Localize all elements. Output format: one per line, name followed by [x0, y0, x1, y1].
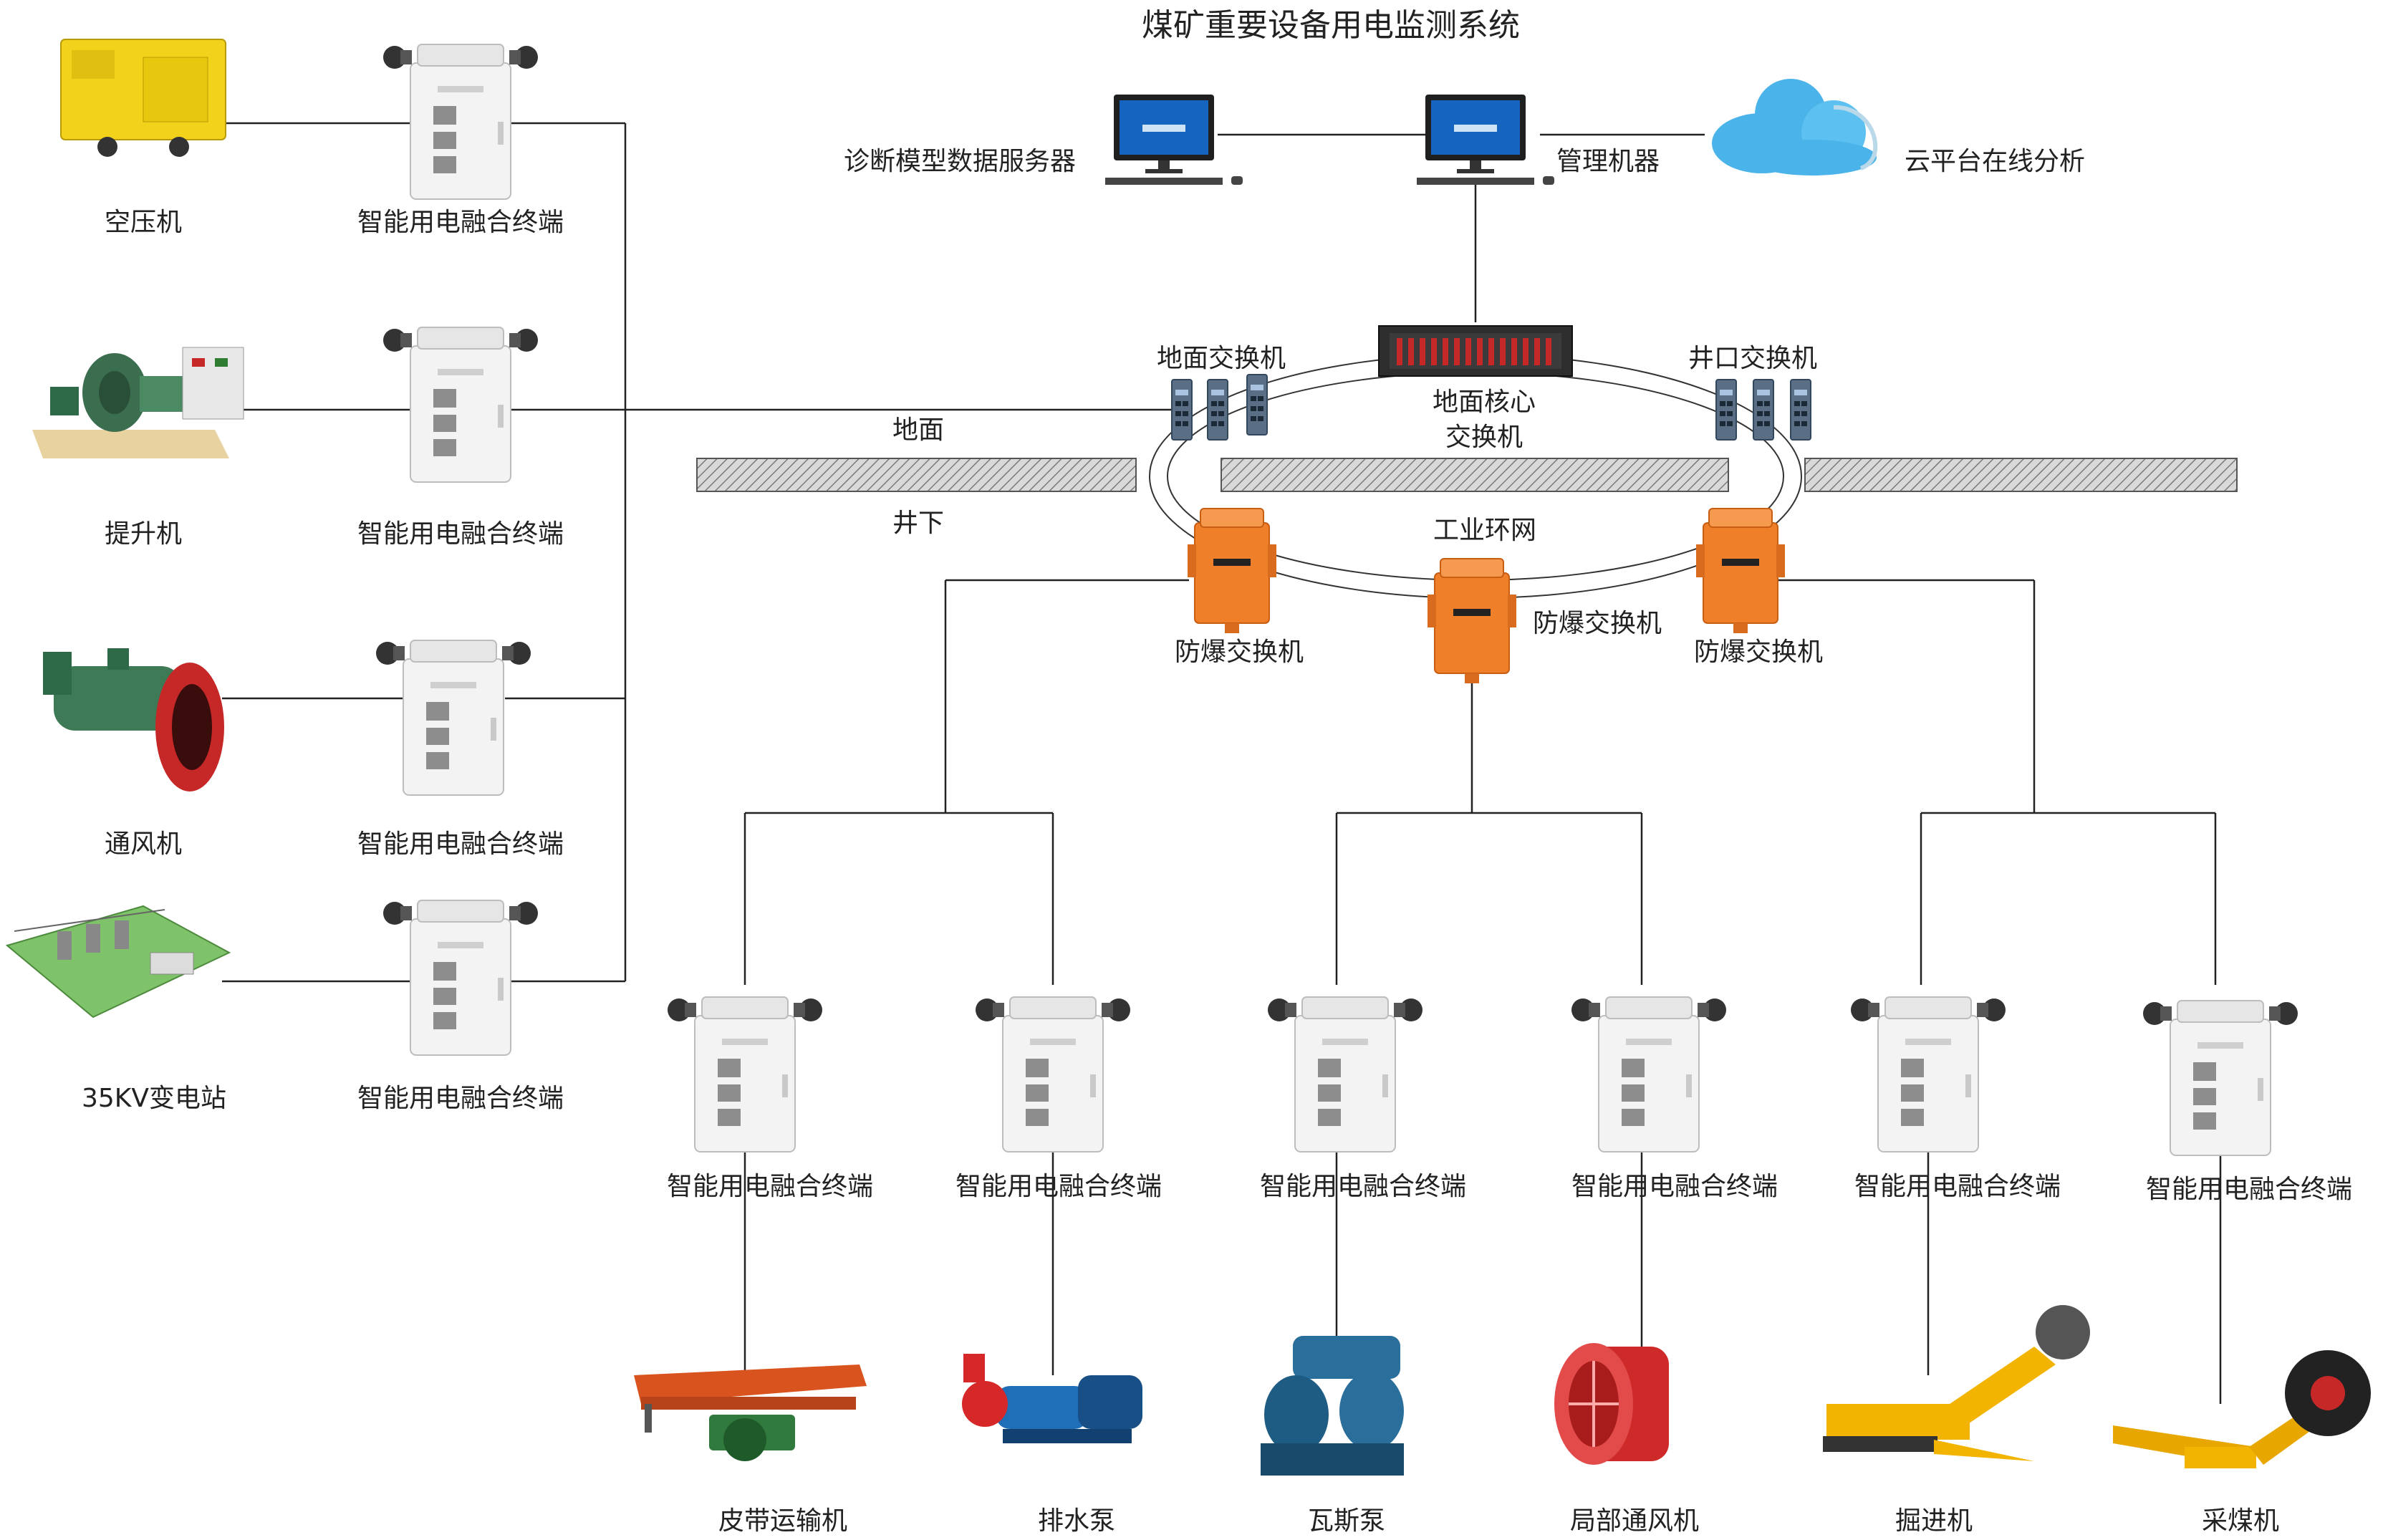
explosion-switch-label-2: 防爆交换机 [1533, 609, 1662, 638]
ground-bar-right [1804, 458, 2238, 492]
terminal-icon-bottom-4 [1571, 996, 1727, 1152]
ring-label: 工业环网 [1433, 516, 1536, 545]
terminal-label-left-4: 智能用电融合终端 [357, 1084, 564, 1113]
ground-switch-label: 地面交换机 [1157, 344, 1286, 373]
drainage-pump-label: 排水泵 [1038, 1506, 1115, 1536]
drainage-pump-icon [962, 1354, 1142, 1443]
ventilation-fan-label: 通风机 [105, 829, 182, 859]
terminal-label-bottom-2: 智能用电融合终端 [955, 1172, 1162, 1201]
terminal-label-left-3: 智能用电融合终端 [357, 829, 564, 859]
terminal-icon-bottom-3 [1267, 996, 1423, 1152]
local-fan-label: 局部通风机 [1570, 1506, 1699, 1536]
explosion-switch-icon-1 [1187, 508, 1277, 634]
terminal-icon-left-3 [375, 640, 531, 796]
air-compressor-icon [60, 39, 226, 157]
terminal-icon-bottom-6 [2142, 1000, 2298, 1156]
shaft-switch-label: 井口交换机 [1688, 344, 1817, 373]
core-switch-icon [1378, 325, 1573, 377]
diagram-title: 煤矿重要设备用电监测系统 [1142, 7, 1520, 44]
substation-icon [5, 905, 231, 1019]
local-fan-icon [1554, 1343, 1669, 1465]
ground-switch-icon [1171, 374, 1268, 441]
terminal-icon-bottom-2 [975, 996, 1131, 1152]
ventilation-fan-icon [43, 648, 224, 791]
hoist-icon [32, 347, 244, 458]
explosion-switch-icon-2 [1427, 558, 1517, 684]
management-pc-label: 管理机器 [1556, 147, 1660, 176]
belt-conveyor-icon [634, 1365, 867, 1461]
terminal-icon-bottom-1 [667, 996, 823, 1152]
ground-bar-left [696, 458, 1137, 492]
gas-pump-icon [1261, 1336, 1404, 1476]
underground-label: 井下 [892, 509, 944, 538]
terminal-icon-left-2 [382, 327, 539, 483]
shearer-label: 采煤机 [2202, 1506, 2279, 1536]
diagnosis-server-icon [1105, 95, 1243, 185]
gas-pump-label: 瓦斯泵 [1308, 1506, 1385, 1536]
connection-lines [222, 122, 2222, 1404]
core-switch-label-2: 交换机 [1445, 423, 1523, 452]
ground-bar-middle [1221, 458, 1729, 492]
terminal-icon-bottom-5 [1850, 996, 2006, 1152]
terminal-label-bottom-5: 智能用电融合终端 [1854, 1172, 2061, 1201]
cloud-label: 云平台在线分析 [1905, 147, 2085, 176]
explosion-switch-icon-3 [1695, 508, 1786, 634]
terminal-label-bottom-6: 智能用电融合终端 [2146, 1175, 2352, 1204]
air-compressor-label: 空压机 [105, 208, 182, 237]
terminal-label-bottom-1: 智能用电融合终端 [667, 1172, 873, 1201]
shearer-icon [2113, 1350, 2371, 1468]
terminal-icon-left-4 [382, 900, 539, 1056]
cloud-icon [1712, 79, 1878, 175]
management-pc-icon [1417, 95, 1554, 185]
substation-label: 35KV变电站 [82, 1084, 226, 1113]
terminal-icon-left-1 [382, 44, 539, 200]
explosion-switch-label-1: 防爆交换机 [1175, 637, 1304, 667]
terminal-label-bottom-4: 智能用电融合终端 [1571, 1172, 1778, 1201]
roadheader-label: 掘进机 [1895, 1506, 1973, 1536]
belt-conveyor-label: 皮带运输机 [718, 1506, 847, 1536]
hoist-label: 提升机 [105, 519, 182, 549]
ground-label: 地面 [892, 415, 944, 445]
terminal-label-left-2: 智能用电融合终端 [357, 519, 564, 549]
terminal-label-left-1: 智能用电融合终端 [357, 208, 564, 237]
explosion-switch-label-3: 防爆交换机 [1694, 637, 1823, 667]
terminal-label-bottom-3: 智能用电融合终端 [1260, 1172, 1466, 1201]
diagnosis-server-label: 诊断模型数据服务器 [844, 147, 1076, 176]
core-switch-label-1: 地面核心 [1433, 388, 1536, 417]
roadheader-icon [1823, 1305, 2090, 1461]
shaft-switch-icon [1715, 379, 1811, 441]
